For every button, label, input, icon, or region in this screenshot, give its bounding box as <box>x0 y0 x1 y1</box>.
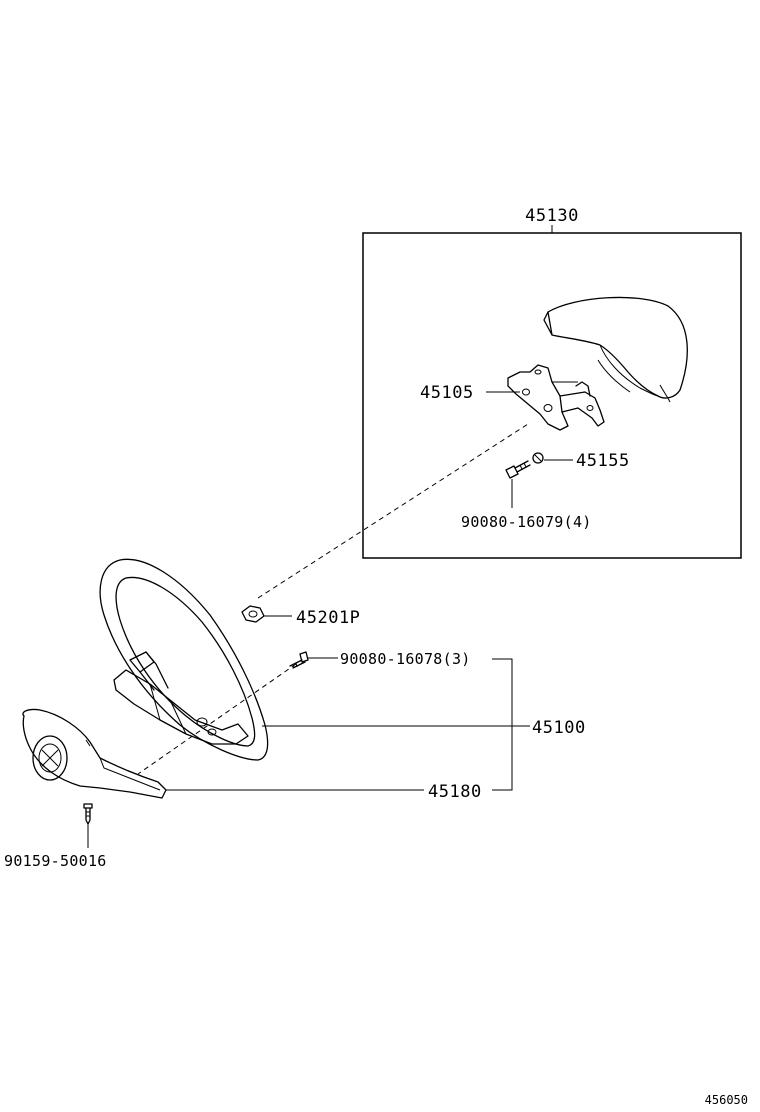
callout-90080-16078[interactable]: 90080-16078(3) <box>340 650 471 668</box>
bracket-45105 <box>507 364 605 431</box>
lower-cover-45180 <box>22 708 167 799</box>
assembly-line-lower <box>137 663 297 775</box>
callout-45105[interactable]: 45105 <box>420 383 474 403</box>
callout-45180[interactable]: 45180 <box>428 782 482 802</box>
callout-45130[interactable]: 45130 <box>525 206 579 226</box>
callout-45155[interactable]: 45155 <box>576 451 630 471</box>
bolt-90080-16079 <box>505 460 531 479</box>
group-bracket <box>492 658 513 791</box>
horn-pad-cover <box>543 296 688 403</box>
steering-wheel-45100 <box>99 558 269 761</box>
assembly-line-upper <box>257 423 529 599</box>
callout-45100[interactable]: 45100 <box>532 718 586 738</box>
callout-90080-16079[interactable]: 90080-16079(4) <box>461 513 592 531</box>
clip-45155 <box>532 452 544 464</box>
callout-90159-50016[interactable]: 90159-50016 <box>4 852 107 870</box>
figure-id: 456050 <box>705 1093 748 1107</box>
nut-45201p <box>241 605 265 623</box>
bolt-90080-16078 <box>289 651 309 669</box>
callout-45201p[interactable]: 45201P <box>296 608 360 628</box>
screw-90159-50016 <box>83 803 93 825</box>
